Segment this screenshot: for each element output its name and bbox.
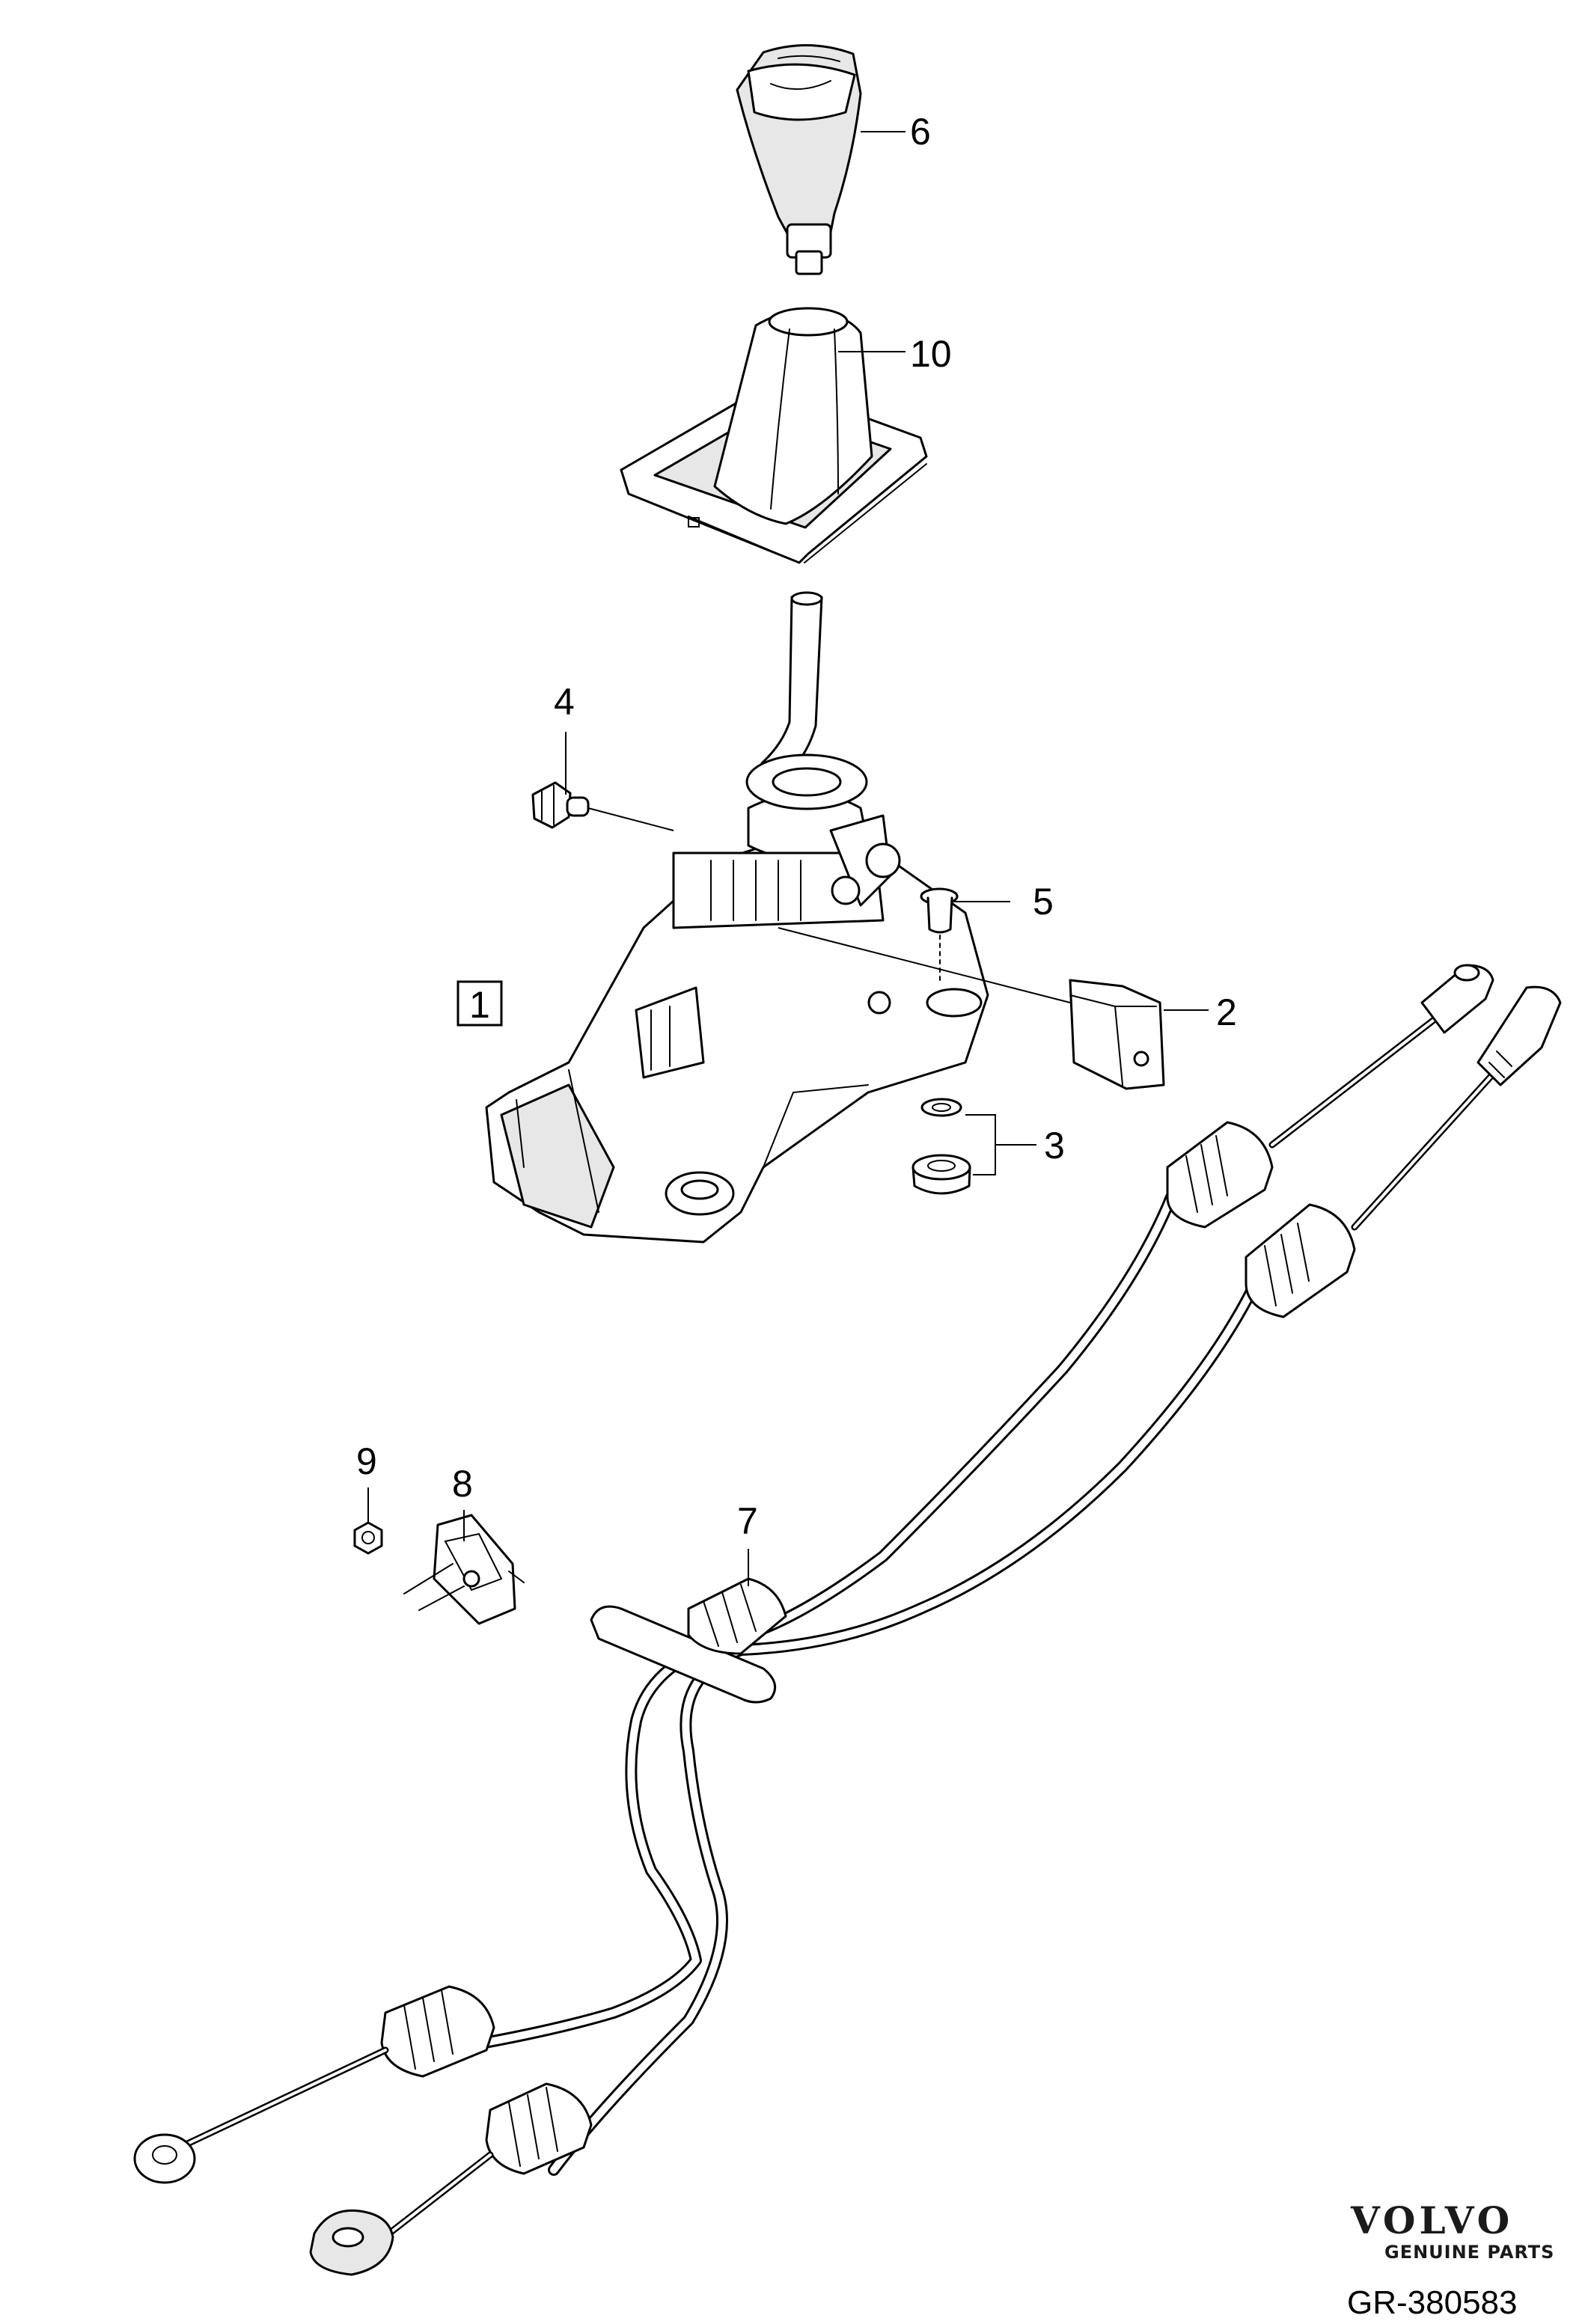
shifter-housing-part [485, 753, 989, 1244]
leader-lines [367, 131, 1209, 1586]
diagram-reference-code: GR-380583 [1347, 2284, 1517, 2321]
callout-5: 5 [1033, 881, 1054, 923]
callout-labels: 6 10 4 5 1 2 3 9 8 7 [356, 111, 1237, 1542]
callout-8: 8 [452, 1463, 473, 1505]
callout-9: 9 [356, 1440, 377, 1482]
logo-tagline: GENUINE PARTS [1384, 2242, 1554, 2263]
gear-boot-part [620, 307, 928, 564]
callout-10: 10 [910, 333, 952, 375]
callout-4: 4 [554, 681, 575, 723]
callout-3: 3 [1044, 1125, 1065, 1166]
volvo-logo: VOLVO GENUINE PARTS [1350, 2198, 1554, 2263]
clamp-part [403, 1514, 525, 1625]
nut-part [353, 1521, 383, 1555]
bracket-part [1069, 979, 1165, 1090]
callout-2: 2 [1216, 991, 1237, 1033]
callout-1-box [456, 980, 503, 1027]
callout-6: 6 [910, 111, 931, 153]
clip-part [531, 781, 590, 829]
logo-brand: VOLVO [1350, 2198, 1513, 2242]
gear-cable-part [133, 964, 1562, 2276]
shift-lever-rod [760, 591, 823, 780]
gear-knob-part [736, 44, 862, 275]
grommet-set-part [911, 1098, 971, 1195]
callout-1: 1 [469, 984, 490, 1026]
bushing-part [920, 887, 959, 985]
callout-7: 7 [737, 1500, 758, 1542]
